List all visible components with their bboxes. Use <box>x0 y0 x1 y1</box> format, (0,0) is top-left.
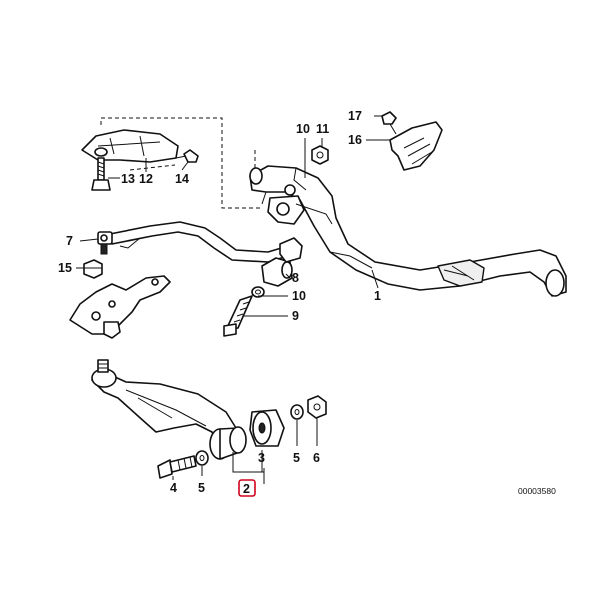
callout-15[interactable]: 15 <box>58 261 72 275</box>
callout-4[interactable]: 4 <box>170 481 177 495</box>
washer-part-5-right[interactable] <box>290 404 304 420</box>
bolt-part-14[interactable] <box>175 149 199 163</box>
callout-9[interactable]: 9 <box>292 309 299 323</box>
callout-6[interactable]: 6 <box>313 451 320 465</box>
callout-17[interactable]: 17 <box>348 109 362 123</box>
callout-5-left[interactable]: 5 <box>198 481 205 495</box>
callout-1[interactable]: 1 <box>374 289 381 303</box>
washer-part-5-left[interactable] <box>195 450 209 466</box>
callout-13[interactable]: 13 <box>121 172 135 186</box>
bolt-part-17[interactable] <box>381 111 397 135</box>
diagram-reference-number: 00003580 <box>518 486 556 496</box>
bushing-part-3[interactable] <box>249 409 285 447</box>
bolt-part-13[interactable] <box>91 157 111 191</box>
callout-2[interactable]: 2 <box>243 482 250 496</box>
callout-16[interactable]: 16 <box>348 133 362 147</box>
leader-lines <box>76 115 390 484</box>
callout-12[interactable]: 12 <box>139 172 153 186</box>
tie-rod-end-part-7[interactable] <box>97 231 113 255</box>
nut-part-6[interactable] <box>307 395 327 419</box>
nut-part-15[interactable] <box>83 259 103 279</box>
callout-14[interactable]: 14 <box>175 172 189 186</box>
crossmember-part-1[interactable] <box>249 165 567 297</box>
dashed-reference-lines <box>100 117 262 209</box>
control-arm[interactable] <box>91 359 237 447</box>
callout-11[interactable]: 11 <box>316 122 329 136</box>
highlight-box-part-2 <box>238 479 256 497</box>
callout-3[interactable]: 3 <box>258 451 265 465</box>
bushing-assembly-part-2[interactable] <box>209 426 247 460</box>
bracket-part-16[interactable] <box>389 121 443 171</box>
nut-part-11[interactable] <box>311 145 329 165</box>
mounting-plate[interactable] <box>69 275 171 339</box>
callout-8[interactable]: 8 <box>292 271 299 285</box>
callout-10-top[interactable]: 10 <box>296 122 310 136</box>
callout-7[interactable]: 7 <box>66 234 73 248</box>
bushing-part-8[interactable] <box>261 237 303 287</box>
bracket-part-12[interactable] <box>81 129 179 163</box>
callout-5-right[interactable]: 5 <box>293 451 300 465</box>
bolt-part-9[interactable] <box>223 295 253 337</box>
callout-10-mid[interactable]: 10 <box>292 289 306 303</box>
stabilizer-bar[interactable] <box>109 221 289 263</box>
washer-part-10-mid[interactable] <box>251 286 265 298</box>
callout-labels: 1 3 4 5 5 6 7 8 9 10 10 11 12 13 14 15 1… <box>58 109 556 497</box>
bolt-part-4[interactable] <box>157 455 197 479</box>
